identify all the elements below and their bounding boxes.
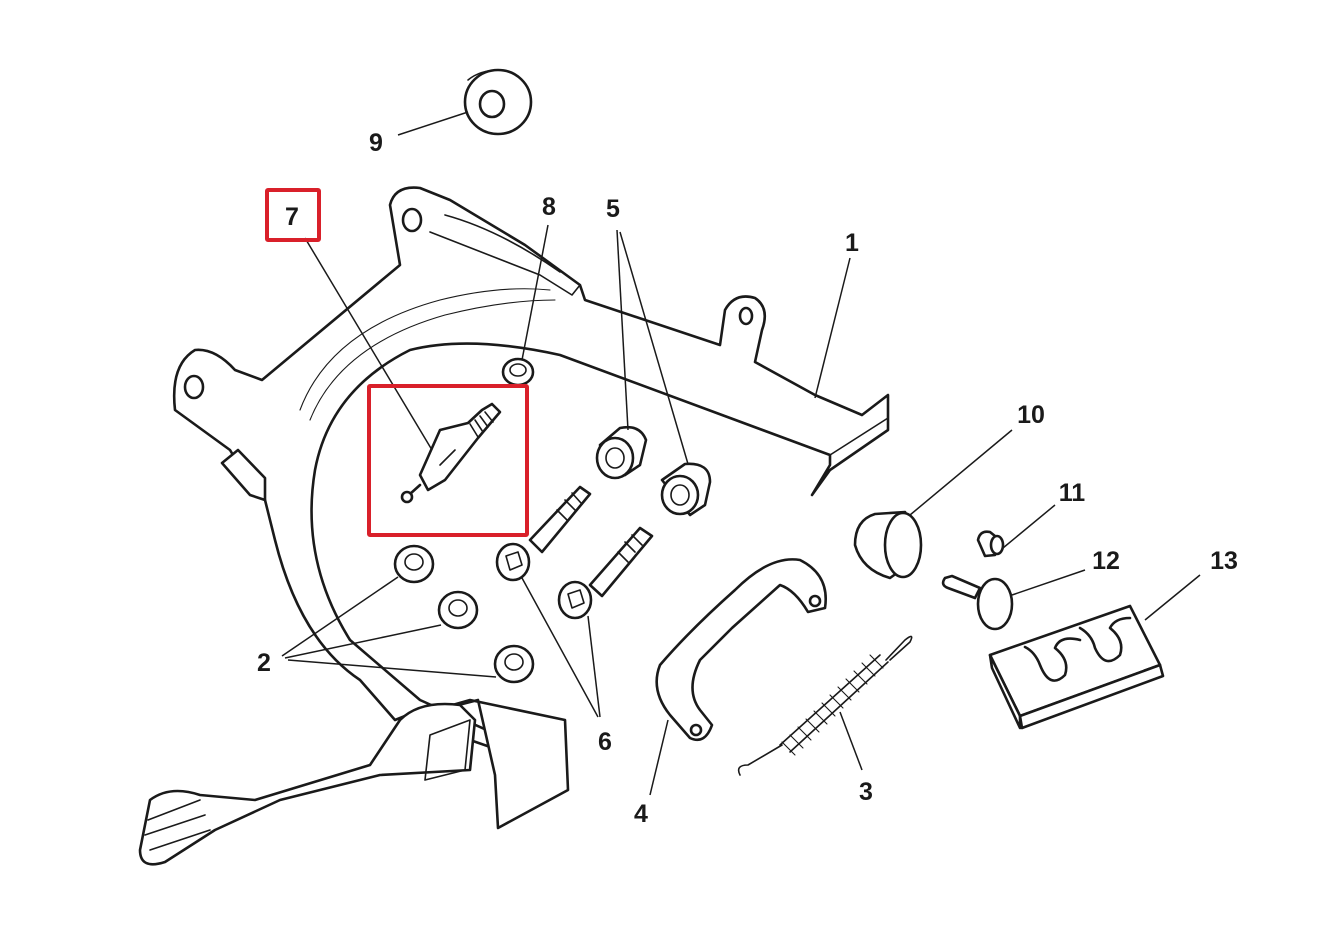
callout-10: 10 <box>1017 401 1045 429</box>
callout-12: 12 <box>1092 547 1120 575</box>
leader-7 <box>304 237 433 451</box>
callout-labels: 1 2 3 4 5 6 7 8 9 10 11 12 13 <box>257 129 1238 828</box>
part-6-bolts <box>495 485 654 620</box>
highlight-boxes <box>265 188 529 537</box>
callout-8: 8 <box>542 193 556 221</box>
callout-4: 4 <box>634 800 648 828</box>
part-5-bushings <box>595 425 712 517</box>
callout-3: 3 <box>859 778 873 806</box>
leader-5b <box>619 231 689 465</box>
leader-2c <box>287 659 497 678</box>
part-3-spring <box>737 635 913 776</box>
leader-4 <box>649 719 669 796</box>
leader-13 <box>1144 574 1201 621</box>
leader-1 <box>814 257 851 399</box>
callout-9: 9 <box>369 129 383 157</box>
leader-8 <box>521 224 549 361</box>
leader-12 <box>1011 569 1086 596</box>
callout-5: 5 <box>606 195 620 223</box>
part-4-return-arm <box>655 558 828 742</box>
callout-1: 1 <box>845 229 859 257</box>
leader-10 <box>909 429 1013 516</box>
part-12-adjuster <box>941 574 1014 631</box>
part-9-washer <box>463 68 533 136</box>
highlight-label-box <box>265 188 321 242</box>
part-1-pedal-bracket <box>138 186 890 866</box>
callout-11: 11 <box>1059 479 1086 507</box>
leader-9 <box>397 111 469 136</box>
callout-7: 7 <box>285 203 299 231</box>
leader-lines <box>281 111 1201 796</box>
leader-11 <box>1002 504 1056 549</box>
leader-6b <box>587 615 601 718</box>
leader-3 <box>839 711 863 771</box>
leader-6a <box>521 577 599 718</box>
part-2-nuts <box>393 544 535 684</box>
part-8-nut <box>501 357 535 387</box>
leader-2b <box>284 624 442 659</box>
callout-6: 6 <box>598 728 612 756</box>
leader-2a <box>281 576 399 657</box>
part-13-slotted-plate <box>988 604 1165 730</box>
leader-5a <box>616 229 629 431</box>
callout-2: 2 <box>257 649 271 677</box>
callout-13: 13 <box>1210 547 1238 575</box>
part-11-screw <box>976 530 1005 558</box>
highlight-part-box <box>367 384 529 537</box>
part-10-bumper <box>853 510 923 580</box>
part-7-stud <box>400 402 502 504</box>
